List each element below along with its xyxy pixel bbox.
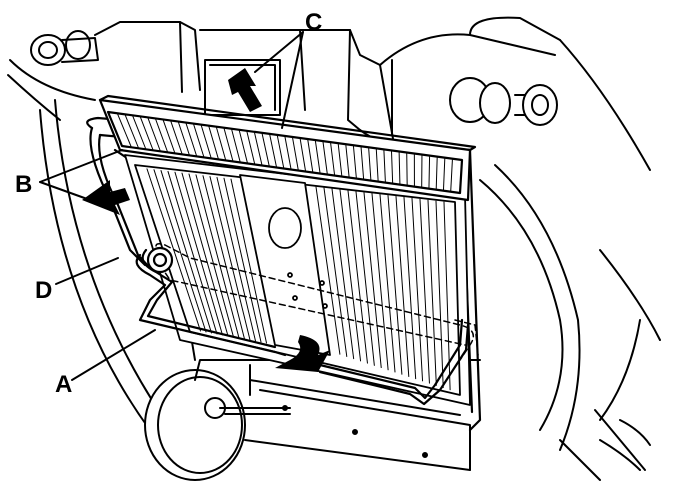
center-plate	[239, 174, 331, 356]
pleat-line	[379, 194, 396, 373]
pleat-line	[339, 189, 362, 362]
pleat-line	[442, 158, 446, 191]
pleat-line	[403, 196, 417, 380]
pleat-line	[223, 177, 262, 343]
retaining-rod	[135, 246, 470, 406]
arrow-down-left-icon	[82, 180, 130, 215]
pleat-line	[246, 131, 256, 165]
pleat-line	[411, 197, 424, 382]
pleat-line	[331, 188, 355, 360]
wheel-assembly	[144, 299, 481, 481]
pleat-line	[223, 128, 234, 162]
pleat-line	[139, 116, 154, 151]
pleat-line	[284, 136, 292, 170]
pleat-line	[188, 173, 234, 338]
pleat-line	[347, 190, 368, 364]
pleat-line	[322, 141, 328, 175]
pleat-line	[323, 187, 348, 357]
pleat-line	[307, 139, 314, 173]
pleat-line	[209, 176, 251, 341]
pleat-line	[167, 170, 218, 335]
pleat-line	[419, 198, 430, 384]
pleat-line	[355, 191, 375, 366]
pleat-line	[200, 125, 212, 159]
pleat-line	[276, 135, 285, 169]
pleat-line	[427, 199, 437, 386]
pleat-line	[147, 117, 161, 152]
pleat-line	[315, 186, 341, 355]
pleat-line	[162, 119, 176, 154]
pleat-line	[238, 130, 248, 164]
pleat-line	[314, 140, 321, 174]
callout-a: A	[55, 371, 72, 398]
pleat-line	[231, 129, 241, 163]
pleat-line	[360, 146, 365, 180]
pleat-line	[216, 176, 256, 342]
pleat-line	[398, 152, 401, 185]
pleat-line	[443, 201, 451, 391]
pleat-line	[254, 132, 263, 166]
pleat-line	[160, 170, 212, 334]
pleat-line	[375, 149, 379, 182]
pleat-line	[391, 151, 394, 184]
leader-lines	[39, 31, 304, 381]
pleat-line	[450, 159, 453, 192]
pleat-line	[395, 195, 410, 377]
pleat-line	[330, 142, 336, 176]
pleat-line	[202, 175, 245, 340]
pleat-line	[383, 150, 386, 183]
pleat-line	[117, 113, 132, 148]
pleat-line	[174, 171, 223, 336]
pleat-line	[185, 122, 198, 157]
callout-d: D	[35, 277, 52, 304]
pleat-line	[345, 144, 350, 178]
pleat-line	[177, 121, 190, 156]
pleat-line	[363, 192, 382, 369]
pleat-line	[181, 172, 229, 337]
upper-filter-pleats	[117, 113, 453, 192]
curved-arrow-icon	[275, 335, 330, 372]
pleat-line	[230, 178, 267, 344]
pleat-line	[387, 194, 403, 375]
lower-filter-pleats	[146, 168, 451, 391]
pleat-line	[216, 127, 227, 161]
pleat-line	[337, 143, 343, 177]
right-knob	[449, 77, 558, 126]
pleat-line	[208, 126, 219, 160]
pleat-line	[170, 120, 183, 155]
pleat-line	[371, 193, 389, 371]
callout-b: B	[15, 171, 32, 198]
pleat-line	[428, 156, 431, 189]
left-knob	[30, 30, 99, 66]
pleat-line	[292, 137, 299, 171]
pleat-line	[435, 200, 444, 389]
pleat-line	[195, 174, 240, 339]
pleat-line	[299, 138, 307, 172]
pleat-line	[269, 134, 277, 168]
pleat-line	[261, 133, 270, 167]
pleat-line	[132, 115, 147, 150]
pleat-line	[368, 147, 372, 181]
pleat-line	[435, 157, 438, 190]
pleat-line	[153, 169, 207, 333]
pleat-line	[155, 118, 169, 153]
arrow-up-icon	[228, 68, 262, 112]
pleat-line	[193, 123, 205, 158]
pleat-line	[124, 114, 140, 149]
pleat-line	[352, 145, 357, 179]
callout-c: C	[305, 9, 322, 36]
